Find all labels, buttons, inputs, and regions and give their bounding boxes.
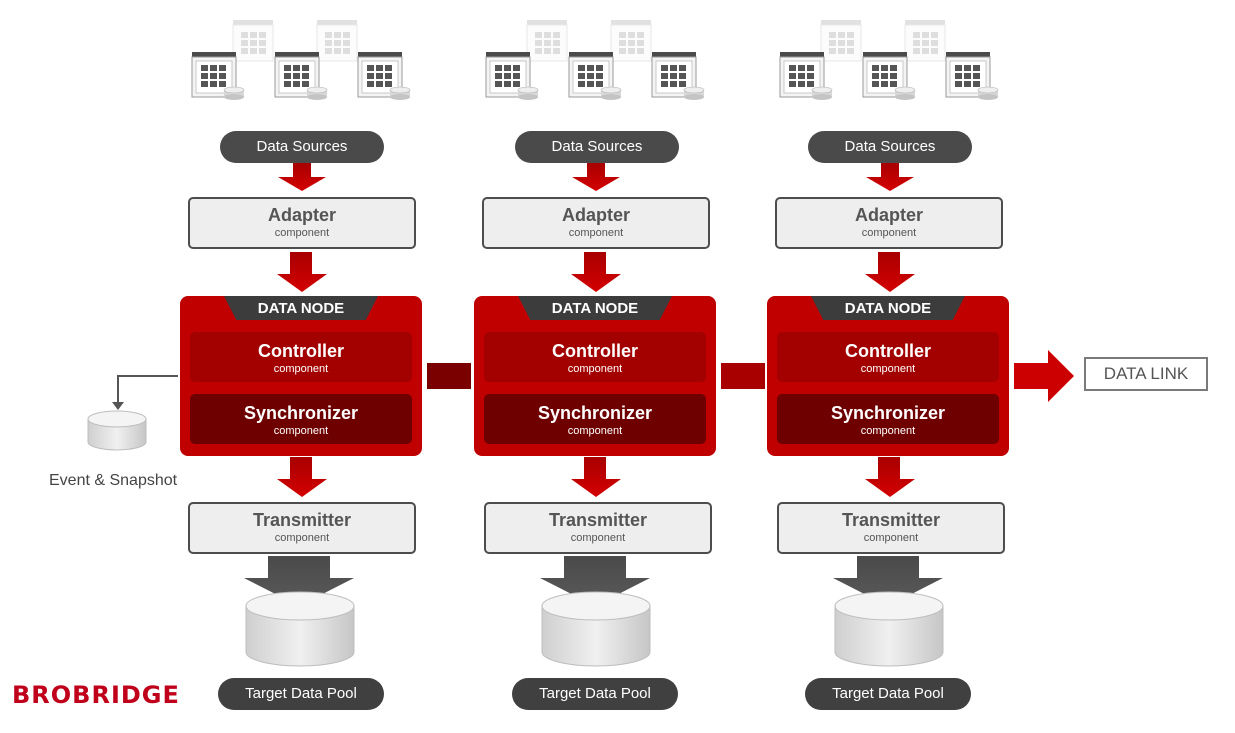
data-node: DATA NODE Controller component Synchroni…	[767, 296, 1009, 456]
synchronizer-box: Synchronizer component	[190, 394, 412, 444]
adapter-sub: component	[274, 227, 330, 239]
data-node: DATA NODE Controller component Synchroni…	[474, 296, 716, 456]
transmitter-title: Transmitter	[548, 510, 648, 530]
synchronizer-box: Synchronizer component	[484, 394, 706, 444]
arrow-down-icon	[277, 252, 327, 292]
arrow-down-icon	[865, 457, 915, 497]
controller-sub: component	[860, 363, 916, 375]
adapter-box: Adapter component	[482, 197, 710, 249]
adapter-title: Adapter	[561, 205, 630, 225]
adapter-title: Adapter	[854, 205, 923, 225]
synchronizer-sub: component	[860, 425, 916, 437]
transmitter-sub: component	[863, 532, 919, 544]
controller-sub: component	[273, 363, 329, 375]
data-link-box: DATA LINK	[1084, 357, 1208, 391]
event-store-cylinder-icon	[87, 410, 147, 451]
synchronizer-title: Synchronizer	[537, 403, 653, 423]
target-pool-cylinder-icon-2	[539, 555, 651, 667]
target-pool-cylinder-icon-1	[243, 555, 355, 667]
controller-box: Controller component	[190, 332, 412, 382]
controller-title: Controller	[257, 341, 344, 361]
arrow-down-icon	[865, 252, 915, 292]
node-connector-2-3	[721, 363, 765, 389]
transmitter-sub: component	[570, 532, 626, 544]
target-data-pool-label: Target Data Pool	[512, 678, 678, 710]
arrow-down-icon	[866, 163, 914, 191]
arrow-down-icon	[571, 457, 621, 497]
controller-box: Controller component	[484, 332, 706, 382]
controller-box: Controller component	[777, 332, 999, 382]
synchronizer-title: Synchronizer	[830, 403, 946, 423]
adapter-sub: component	[568, 227, 624, 239]
target-pool-cylinder-icon-3	[832, 555, 944, 667]
transmitter-box: Transmitter component	[188, 502, 416, 554]
target-data-pool-label: Target Data Pool	[218, 678, 384, 710]
controller-title: Controller	[551, 341, 638, 361]
arrow-down-icon	[571, 252, 621, 292]
transmitter-title: Transmitter	[841, 510, 941, 530]
data-source-cluster-3	[780, 20, 998, 100]
adapter-box: Adapter component	[188, 197, 416, 249]
transmitter-title: Transmitter	[252, 510, 352, 530]
data-node-label: DATA NODE	[518, 296, 672, 320]
synchronizer-box: Synchronizer component	[777, 394, 999, 444]
data-sources-label: Data Sources	[808, 131, 972, 163]
adapter-title: Adapter	[267, 205, 336, 225]
event-connector-line	[117, 375, 178, 404]
arrow-down-icon	[278, 163, 326, 191]
synchronizer-sub: component	[273, 425, 329, 437]
data-sources-label: Data Sources	[220, 131, 384, 163]
data-node: DATA NODE Controller component Synchroni…	[180, 296, 422, 456]
arrow-right-icon	[1014, 350, 1074, 402]
transmitter-sub: component	[274, 532, 330, 544]
data-sources-label: Data Sources	[515, 131, 679, 163]
transmitter-box: Transmitter component	[484, 502, 712, 554]
data-node-label: DATA NODE	[224, 296, 378, 320]
data-node-label: DATA NODE	[811, 296, 965, 320]
event-snapshot-label: Event & Snapshot	[49, 472, 178, 489]
transmitter-box: Transmitter component	[777, 502, 1005, 554]
synchronizer-sub: component	[567, 425, 623, 437]
data-source-cluster-2	[486, 20, 704, 100]
node-connector-1-2	[427, 363, 471, 389]
controller-title: Controller	[844, 341, 931, 361]
arrow-down-icon	[277, 457, 327, 497]
controller-sub: component	[567, 363, 623, 375]
data-source-cluster-1	[192, 20, 410, 100]
synchronizer-title: Synchronizer	[243, 403, 359, 423]
adapter-sub: component	[861, 227, 917, 239]
brobridge-logo: BROBRIDGE	[12, 681, 180, 709]
adapter-box: Adapter component	[775, 197, 1003, 249]
arrow-down-icon	[572, 163, 620, 191]
arrow-down-small-icon	[112, 402, 124, 410]
target-data-pool-label: Target Data Pool	[805, 678, 971, 710]
